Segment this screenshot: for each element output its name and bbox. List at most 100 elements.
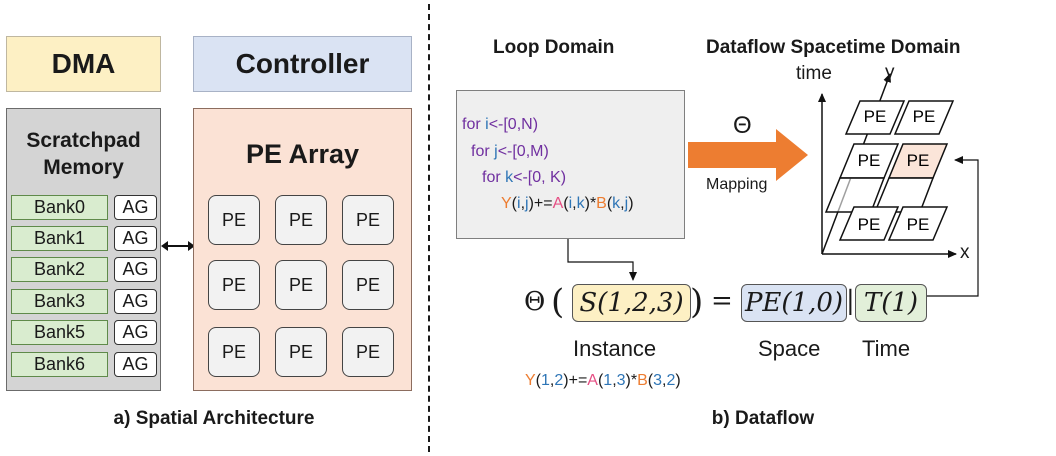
mapping-label: Mapping [706, 176, 768, 193]
instance-box: S(1,2,3) [572, 284, 691, 322]
range-i: <-[0,N) [488, 116, 539, 133]
dma-label: DMA [51, 48, 116, 79]
index-k: k [612, 195, 621, 212]
spacetime-grid: PE PE PE PE PE PE [818, 73, 957, 258]
space-box: PE(1,0) [741, 284, 847, 322]
pe-cell: PE [208, 260, 260, 310]
pe-cell: PE [208, 195, 260, 245]
var-i: i [485, 116, 489, 133]
theta-mapping-symbol: Θ [733, 112, 752, 139]
y-axis-label: y [885, 62, 895, 83]
paren: ( [511, 195, 517, 212]
instance-label: Instance [573, 336, 657, 361]
comma: , [620, 195, 625, 212]
pe-cell: PE [208, 327, 260, 377]
equation-open-paren: ( [551, 282, 565, 322]
time-axis-label: time [796, 63, 832, 84]
pe-time-layer-mid [824, 143, 949, 213]
bank-3: Bank3 [11, 289, 108, 314]
paren: ) [528, 195, 534, 212]
controller-block: Controller [193, 36, 412, 92]
paren: ) [584, 195, 590, 212]
dataflow-caption: b) Dataflow [711, 408, 815, 429]
bank-2: Bank2 [11, 257, 108, 282]
range-k: <-[0, K) [513, 169, 567, 186]
index-j: j [624, 195, 629, 212]
equation-close-paren: ) [690, 282, 704, 322]
pe-label: PE [864, 107, 887, 126]
equation-equals: = [711, 286, 733, 316]
space-label: Space [758, 336, 821, 361]
connector-lines [567, 156, 979, 297]
spacetime-domain-title: Dataflow Spacetime Domain [706, 37, 961, 58]
tensor-a: A [552, 195, 564, 212]
paren: ) [628, 195, 634, 212]
pe-time-layer-top [844, 100, 955, 135]
pe-cell: PE [275, 260, 327, 310]
paren: ( [606, 195, 613, 212]
pe-cell: PE [342, 327, 394, 377]
pe-cell: PE [275, 327, 327, 377]
range-j: <-[0,M) [497, 143, 549, 160]
time-label: Time [862, 336, 911, 361]
bank-0: Bank0 [11, 195, 108, 220]
times: * [589, 195, 597, 212]
keyword-for: for [471, 143, 490, 160]
pe-time-layer-bottom [838, 206, 949, 241]
code-to-instance-arrow [567, 239, 637, 281]
pe-cell: PE [275, 195, 327, 245]
loop-domain-title: Loop Domain [493, 37, 615, 58]
address-generator-3: AG [114, 289, 157, 314]
tensor-b: B [596, 195, 607, 212]
pe-cell: PE [342, 260, 394, 310]
address-generator-2: AG [114, 257, 157, 282]
pe-label: PE [907, 215, 930, 234]
equation-theta: Θ [524, 287, 546, 317]
address-generator-5: AG [114, 352, 157, 377]
address-generator-0: AG [114, 195, 157, 220]
index-i: i [517, 195, 521, 212]
code-line-3: for k<-[0, K) [482, 167, 566, 189]
scratchpad-title: Scratchpad Memory [26, 129, 141, 179]
var-j: j [494, 143, 498, 160]
pe-label: PE [858, 215, 881, 234]
comma: , [520, 195, 526, 212]
var-k: k [505, 169, 514, 186]
equation-bar: | [846, 286, 855, 316]
mapping-arrow [688, 129, 808, 181]
code-line-1: for i<-[0,N) [462, 114, 538, 136]
index-j: j [525, 195, 529, 212]
code-line-2: for j<-[0,M) [471, 141, 549, 163]
dma-block: DMA [6, 36, 161, 92]
code-line-4: Y(i,j)+=A(i,k)*B(k,j) [501, 193, 634, 215]
address-generator-1: AG [114, 226, 157, 251]
bidirectional-arrow [161, 241, 195, 251]
pe-label: PE [858, 151, 881, 170]
controller-label: Controller [235, 48, 370, 79]
bank-5: Bank5 [11, 320, 108, 345]
pe-array: PE Array PE PE PE PE PE PE PE PE PE [193, 108, 412, 391]
keyword-for: for [482, 169, 501, 186]
instance-expression: Y(1,2)+=A(1,3)*B(3,2) [525, 372, 681, 389]
pe-label: PE [913, 107, 936, 126]
time-to-grid-arrow [926, 156, 979, 297]
x-axis-label: x [960, 242, 970, 263]
time-box: T(1) [855, 284, 927, 322]
spatial-architecture-caption: a) Spatial Architecture [113, 408, 315, 429]
index-k: k [576, 195, 585, 212]
index-i: i [568, 195, 573, 212]
plus-equals: += [533, 195, 553, 212]
keyword-for: for [462, 116, 481, 133]
address-generator-4: AG [114, 320, 157, 345]
pe-cell: PE [342, 195, 394, 245]
pe-label: PE [907, 151, 930, 170]
scratchpad-memory: Scratchpad Memory Bank0 AG Bank1 AG Bank… [6, 108, 161, 391]
loop-nest-code: for i<-[0,N) for j<-[0,M) for k<-[0, K) … [456, 90, 685, 239]
comma: , [572, 195, 577, 212]
tensor-y: Y [501, 195, 512, 212]
bank-1: Bank1 [11, 226, 108, 251]
pe-array-title: PE Array [245, 139, 360, 169]
bank-6: Bank6 [11, 352, 108, 377]
section-divider [428, 4, 430, 452]
paren: ( [563, 195, 569, 212]
